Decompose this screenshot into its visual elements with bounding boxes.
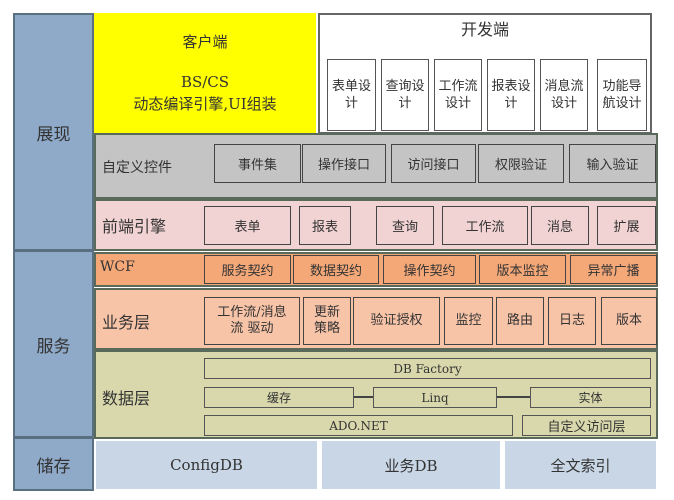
- row-label: 业务层: [102, 313, 151, 332]
- business-item: 路由: [496, 297, 544, 345]
- linq-box: Linq: [373, 387, 497, 408]
- dev-item: 消息流设计: [540, 59, 588, 131]
- control-item: 输入验证: [569, 144, 656, 183]
- business-item: 工作流/消息流 驱动: [204, 297, 300, 345]
- dev-title: 开发端: [460, 20, 509, 39]
- business-item: 日志: [548, 297, 596, 345]
- tier-label: 服务: [36, 336, 71, 357]
- tier-label: 展现: [36, 124, 71, 145]
- business-item: 监控: [444, 297, 493, 345]
- client-line2: 动态编译引擎,UI组装: [133, 95, 277, 113]
- wcf-item: 版本监控: [479, 255, 566, 284]
- frontend-item: 消息: [531, 206, 589, 245]
- business-item: 验证授权: [353, 297, 440, 345]
- tier-presentation: 展现: [13, 13, 94, 251]
- tier-storage: 储存: [13, 437, 94, 491]
- tier-service: 服务: [13, 250, 94, 438]
- tier-label: 储存: [36, 456, 71, 477]
- cache-box: 缓存: [204, 387, 354, 408]
- custom-access-box: 自定义访问层: [522, 415, 651, 436]
- wcf-item: 服务契约: [204, 255, 291, 284]
- control-item: 事件集: [214, 144, 301, 183]
- dev-item: 表单设计: [327, 59, 376, 131]
- client-title: 客户端: [182, 33, 228, 51]
- row-label: 数据层: [102, 389, 151, 408]
- db-factory: DB Factory: [204, 358, 651, 379]
- business-item: 版本: [601, 297, 657, 345]
- wcf-item: 异常广播: [570, 255, 657, 284]
- dev-item: 报表设计: [487, 59, 535, 131]
- row-label: WCF: [100, 259, 135, 275]
- row-label: 前端引擎: [102, 217, 167, 236]
- dev-item: 工作流设计: [434, 59, 482, 131]
- row-label: 自定义控件: [102, 160, 172, 176]
- wcf-item: 数据契约: [293, 255, 379, 284]
- frontend-item: 工作流: [442, 206, 528, 245]
- storage-business-db: 业务DB: [320, 439, 502, 491]
- control-item: 访问接口: [391, 144, 476, 183]
- dev-item: 功能导航设计: [597, 59, 647, 131]
- wcf-item: 操作契约: [383, 255, 476, 284]
- storage-configdb: ConfigDB: [94, 439, 319, 491]
- frontend-item: 查询: [376, 206, 434, 245]
- client-box: 客户端 BS/CS 动态编译引擎,UI组装: [94, 13, 316, 133]
- frontend-item: 表单: [204, 206, 291, 245]
- client-line1: BS/CS: [180, 73, 230, 91]
- storage-fulltext-index: 全文索引: [503, 439, 658, 491]
- dev-item: 查询设计: [381, 59, 429, 131]
- business-item: 更新策略: [303, 297, 351, 345]
- control-item: 权限验证: [478, 144, 564, 183]
- frontend-item: 报表: [299, 206, 351, 245]
- entity-box: 实体: [530, 387, 651, 408]
- control-item: 操作接口: [302, 144, 386, 183]
- ado-net-box: ADO.NET: [204, 415, 513, 436]
- frontend-item: 扩展: [597, 206, 656, 245]
